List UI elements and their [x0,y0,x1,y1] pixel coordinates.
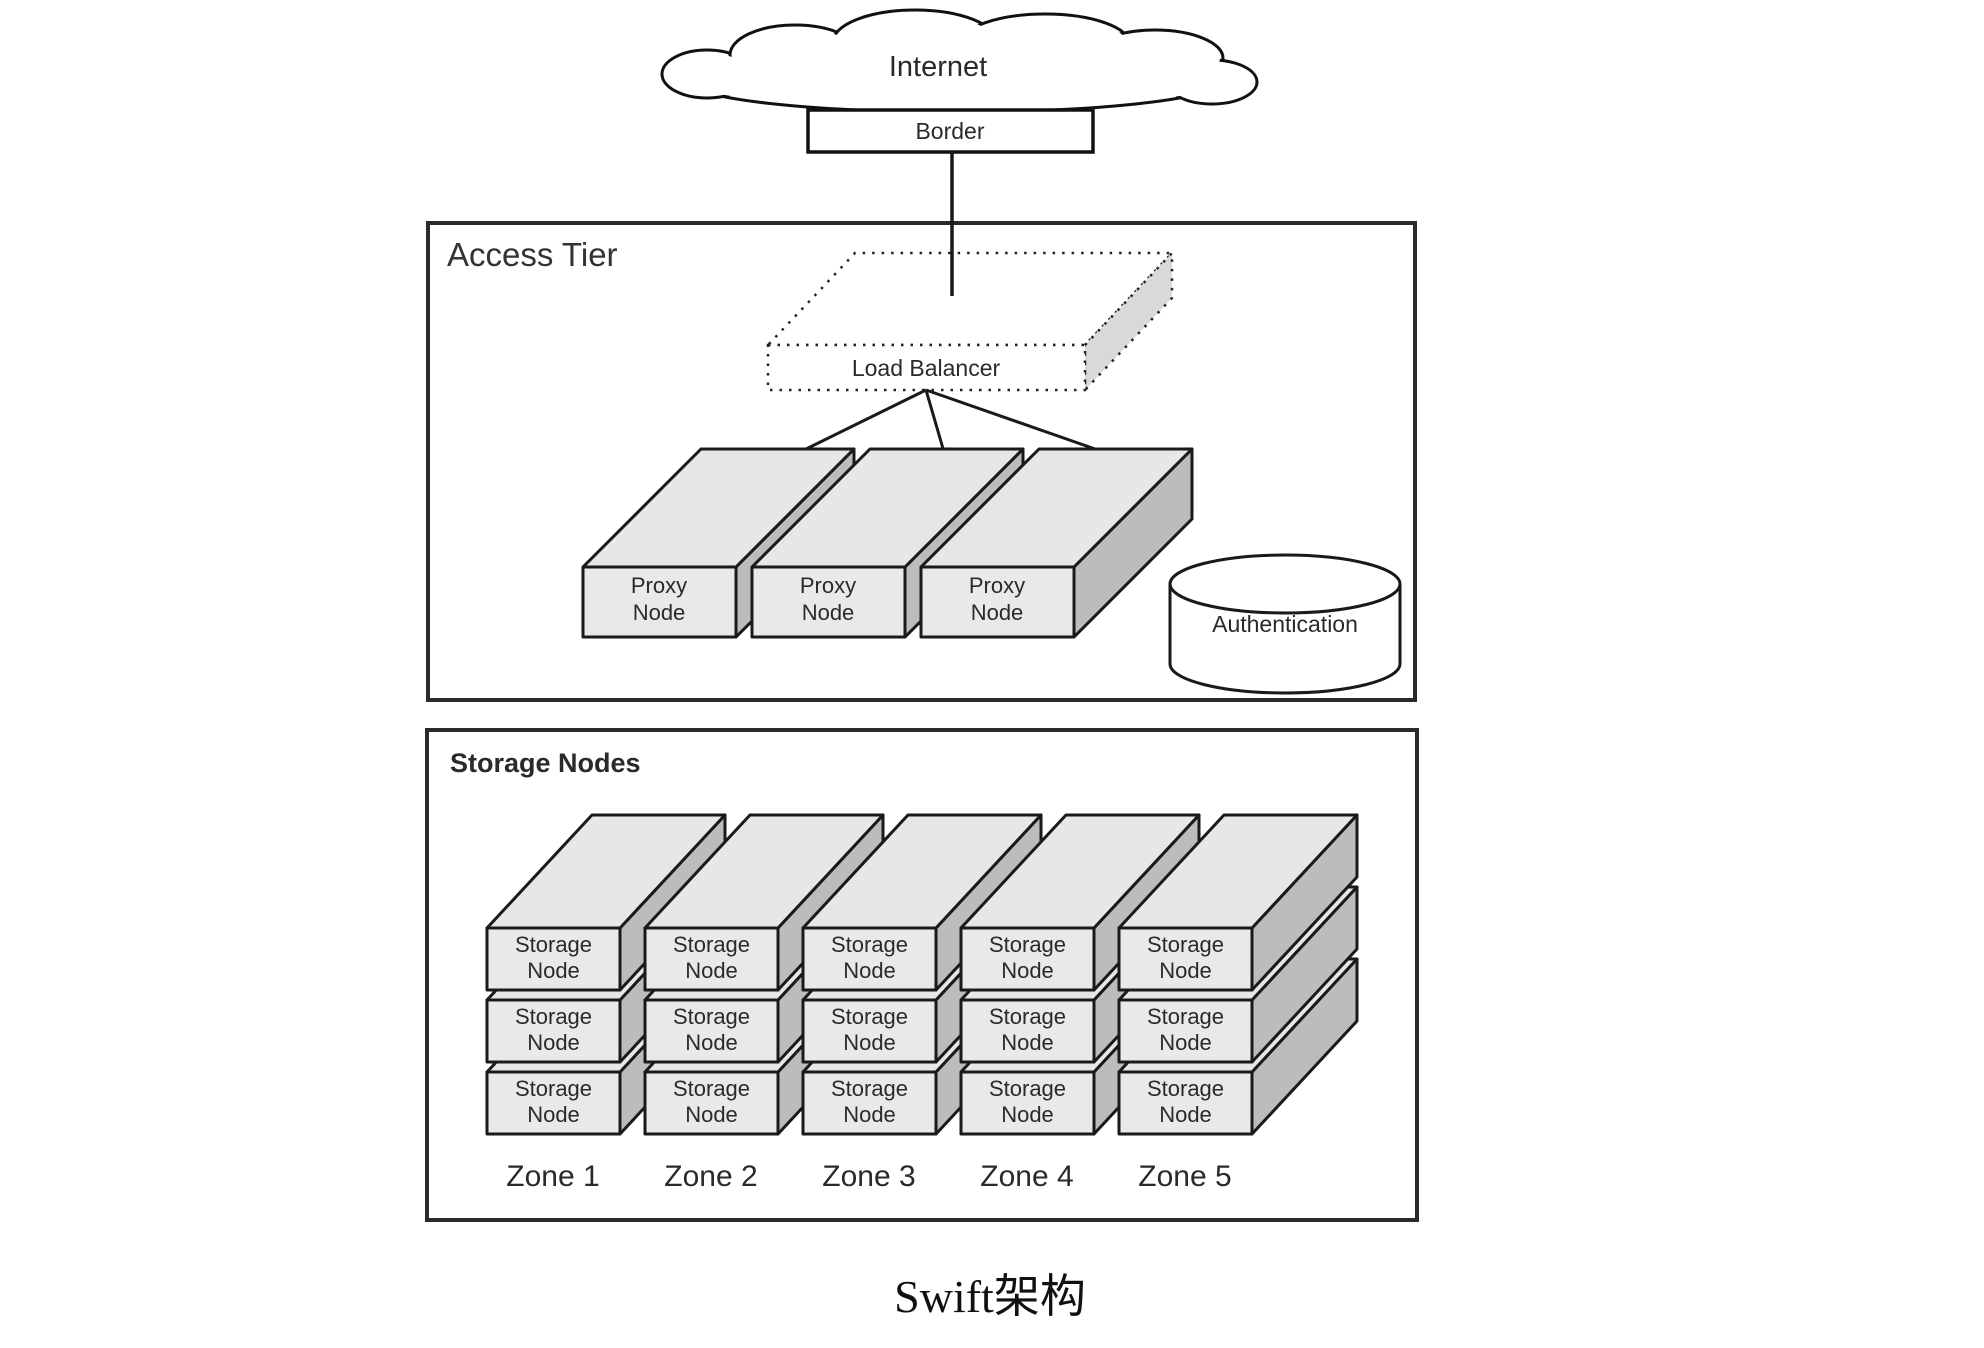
diagram-caption: Swift架构 [894,1271,1086,1322]
storage-title: Storage Nodes [450,748,641,778]
storage-node-label: Node [1001,1102,1054,1127]
storage-node-label: Storage [1147,932,1224,957]
storage-node-label: Node [527,1102,580,1127]
storage-node-label: Node [527,958,580,983]
proxy-node-label: Proxy [800,573,856,598]
storage-node-label: Node [527,1030,580,1055]
storage-node-label: Node [843,1030,896,1055]
storage-node-label: Storage [515,1004,592,1029]
storage-node-label: Node [685,1102,738,1127]
proxy-node-label: Node [802,600,855,625]
proxy-node-label: Node [633,600,686,625]
load-balancer-label: Load Balancer [852,355,1001,381]
storage-node-label: Storage [515,1076,592,1101]
storage-node-label: Storage [989,1004,1066,1029]
storage-node-label: Node [843,958,896,983]
storage-node-label: Storage [673,932,750,957]
lb-proxy-links [799,388,1099,454]
storage-node-label: Storage [989,1076,1066,1101]
access-tier-box: Access Tier [426,221,1417,702]
proxy-node-label: Proxy [631,573,687,598]
storage-box: Storage Nodes [425,728,1419,1222]
storage-node-label: Storage [673,1076,750,1101]
proxy-node-3: Proxy Node [919,447,1194,639]
zone-label-5: Zone 5 [1138,1160,1231,1193]
proxy-node-label: Proxy [969,573,1025,598]
storage-node-label: Node [685,1030,738,1055]
access-tier-title: Access Tier [447,236,618,273]
internet-label: Internet [889,51,987,83]
border-label: Border [915,118,984,144]
load-balancer: Load Balancer [765,249,1175,394]
auth-cylinder: Authentication [1168,553,1402,695]
border-box: Border [806,108,1095,154]
zone-label-2: Zone 2 [664,1160,757,1193]
internet-cloud: Internet [660,8,1259,114]
auth-label: Authentication [1212,611,1358,637]
storage-node-label: Storage [831,1076,908,1101]
proxy-node-label: Node [971,600,1024,625]
storage-node-label: Node [843,1102,896,1127]
storage-node-label: Node [1001,958,1054,983]
storage-node-label: Storage [989,932,1066,957]
zone-labels: Zone 1 Zone 2 Zone 3 Zone 4 Zone 5 [506,1160,1231,1193]
zone-label-1: Zone 1 [506,1160,599,1193]
storage-node-label: Node [1159,1102,1212,1127]
storage-slab-grid: StorageNodeStorageNodeStorageNodeStorage… [485,813,1359,1136]
storage-node-label: Storage [1147,1076,1224,1101]
storage-node-label: Node [1159,958,1212,983]
storage-node-label: Node [685,958,738,983]
storage-node-label: Storage [515,932,592,957]
storage-node-label: Storage [1147,1004,1224,1029]
storage-node-label: Storage [831,1004,908,1029]
zone-label-3: Zone 3 [822,1160,915,1193]
storage-node-label: Node [1159,1030,1212,1055]
zone-label-4: Zone 4 [980,1160,1073,1193]
storage-node-label: Storage [831,932,908,957]
storage-node-label: Storage [673,1004,750,1029]
storage-node-label: Node [1001,1030,1054,1055]
